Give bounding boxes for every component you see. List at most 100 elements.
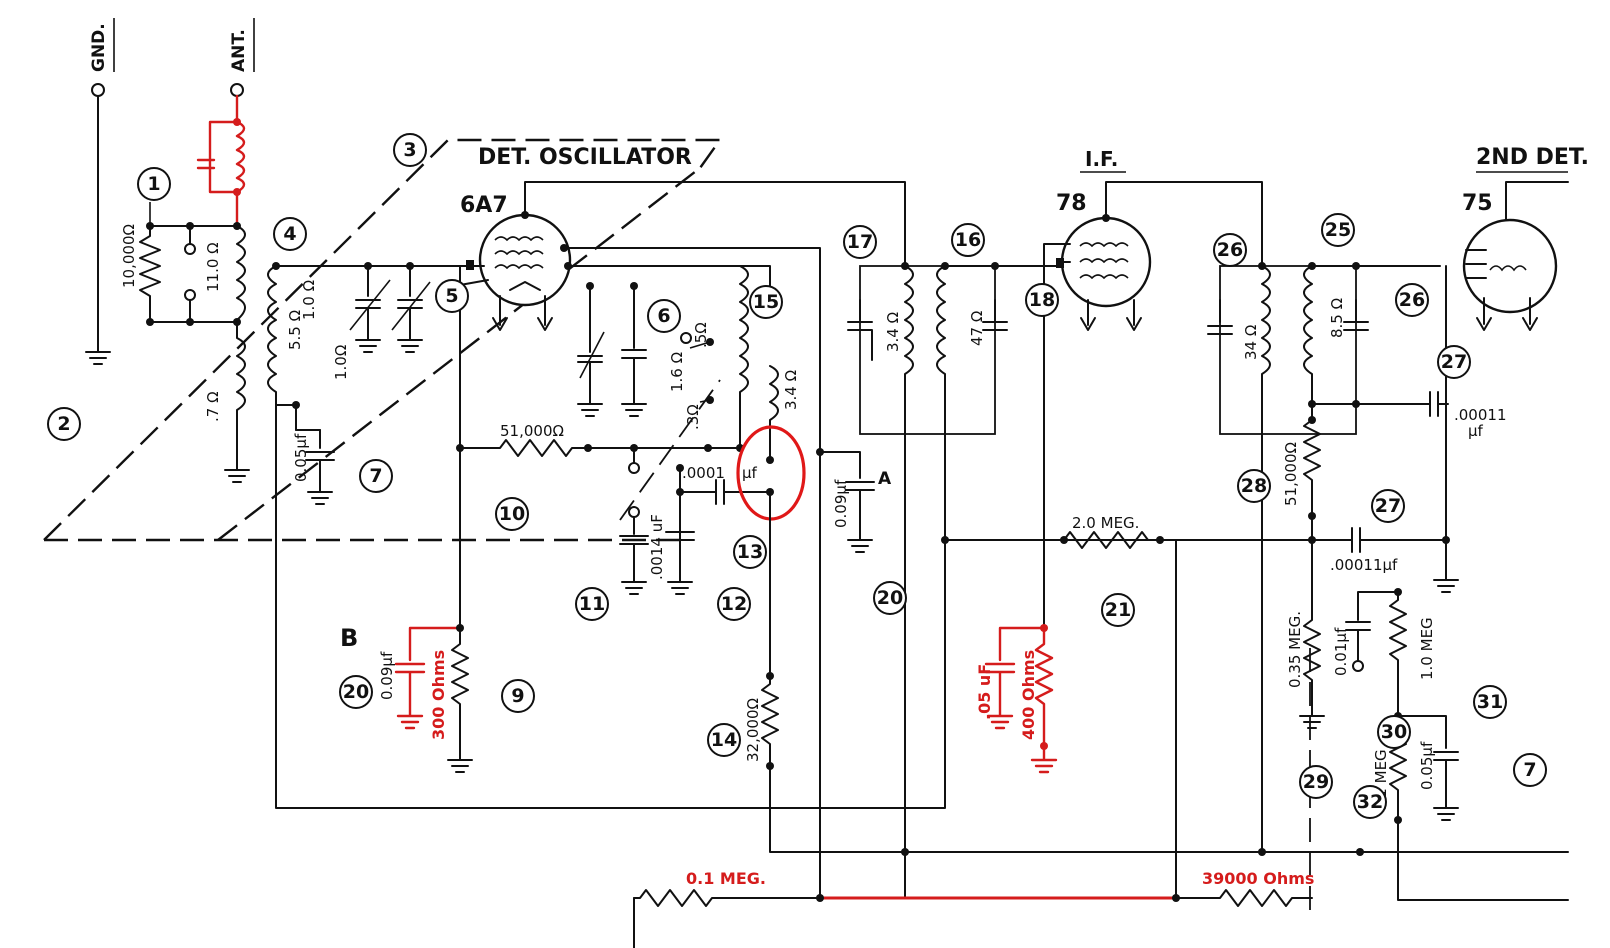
if-85-label: 8.5 Ω <box>1328 298 1346 338</box>
svg-text:10: 10 <box>499 503 525 525</box>
r-10meg-label: 1.0 MEG <box>1418 617 1436 680</box>
callout-11: 11 <box>575 587 609 621</box>
svg-text:20: 20 <box>877 587 903 609</box>
callout-1: 1 <box>137 167 171 201</box>
r-20meg-label: 2.0 MEG. <box>1072 514 1139 532</box>
callout-2: 2 <box>47 407 81 441</box>
cathode-network-b: B 0.09μf 300 Ohms <box>340 624 473 773</box>
if-transformer-16: 3.4 Ω 47 Ω <box>847 262 1161 899</box>
callout-13: 13 <box>733 535 767 569</box>
ant-terminal: ANT. <box>229 18 255 97</box>
antenna-trap-red <box>196 94 246 228</box>
c-00011b-unit: μf <box>1468 422 1484 440</box>
svg-text:25: 25 <box>1325 219 1351 241</box>
c-0001-unit: μf <box>742 464 758 482</box>
svg-text:32: 32 <box>1357 791 1383 813</box>
capacitors-6 <box>577 282 647 417</box>
svg-text:28: 28 <box>1241 475 1267 497</box>
r-400-red-label: 400 Ohms <box>1019 650 1038 740</box>
svg-text:26: 26 <box>1217 239 1243 261</box>
det-oscillator-boundary: DET. OSCILLATOR <box>43 138 723 542</box>
callout-7a: 7 <box>359 459 393 493</box>
callout-18: 18 <box>1025 283 1059 317</box>
section-if-label: I.F. <box>1085 147 1118 171</box>
callout-29: 29 <box>1299 765 1333 799</box>
tube-78: I.F. 78 <box>1043 147 1263 899</box>
callout-28: 28 <box>1237 469 1271 503</box>
svg-text:14: 14 <box>711 729 737 751</box>
c-001-label: 0.01μf <box>1332 627 1350 676</box>
svg-text:3: 3 <box>403 139 416 161</box>
callout-4: 4 <box>273 217 307 251</box>
svg-text:17: 17 <box>847 231 873 253</box>
letter-b: B <box>340 624 358 652</box>
if-47-label: 47 Ω <box>968 311 986 346</box>
if-transformer-25: 34 Ω 8.5 Ω .00011 μf A <box>1207 262 1507 853</box>
volume-control: 0.35 MEG. 0.01μf <box>1286 539 1399 910</box>
coil-5-label: .5Ω <box>692 322 710 348</box>
tube-75-label: 75 <box>1462 191 1493 216</box>
callout-6: 6 <box>647 299 681 333</box>
r-300-red-label: 300 Ohms <box>429 650 448 740</box>
svg-text:1: 1 <box>147 173 160 195</box>
callout-27b: 27 <box>1371 489 1405 523</box>
svg-text:31: 31 <box>1477 691 1503 713</box>
r-01meg-red-label: 0.1 MEG. <box>686 869 766 888</box>
callout-30: 30 <box>1377 715 1411 749</box>
svg-text:2: 2 <box>57 413 70 435</box>
tube-6a7: 6A7 <box>459 181 906 629</box>
svg-text:9: 9 <box>511 685 524 707</box>
cathode-network-78-red: .05 uF 400 Ohms <box>975 624 1058 774</box>
coil-16-label: 1.6 Ω <box>668 352 686 392</box>
callout-20a: 20 <box>873 581 907 615</box>
capacitor-20a: 0.09μf A <box>816 448 892 899</box>
coil-10b-label: 1.0Ω <box>332 345 350 380</box>
coil-55-label: 5.5 Ω <box>286 310 304 350</box>
svg-text:11: 11 <box>579 593 605 615</box>
r-7-label: .7 Ω <box>204 391 222 422</box>
capacitors-11-12: .0014 uF <box>619 462 695 595</box>
antenna-input-network: 10,000Ω 11.0 Ω .7 Ω <box>120 202 250 483</box>
svg-text:16: 16 <box>955 229 981 251</box>
svg-text:12: 12 <box>721 593 747 615</box>
callout-7b: 7 <box>1513 753 1547 787</box>
svg-text:4: 4 <box>283 223 296 245</box>
callout-5: 5 <box>435 279 469 313</box>
c-0001-label: .0001 <box>682 464 725 482</box>
gnd-label: GND. <box>89 23 109 72</box>
callout-27a: 27 <box>1437 345 1471 379</box>
callout-26b: 26 <box>1395 283 1429 317</box>
c-00011b-label: .00011 <box>1454 406 1507 424</box>
callout-14: 14 <box>707 723 741 757</box>
gnd-terminal: GND. <box>85 18 115 365</box>
ant-label: ANT. <box>229 29 249 72</box>
svg-text:18: 18 <box>1029 289 1055 311</box>
callout-21: 21 <box>1101 593 1135 627</box>
callout-31: 31 <box>1473 685 1507 719</box>
r-39000-red-label: 39000 Ohms <box>1202 869 1314 888</box>
callout-16: 16 <box>951 223 985 257</box>
c-00014-label: .0014 uF <box>648 514 666 580</box>
if-34b-label: 34 Ω <box>1242 325 1260 360</box>
r-51000-label: 51,000Ω <box>500 422 564 440</box>
c-05uf-red-label: .05 uF <box>975 664 994 720</box>
callout-20b: 20 <box>339 675 373 709</box>
r-035meg-label: 0.35 MEG. <box>1286 611 1304 688</box>
resistor-51000: 51,000Ω <box>456 422 741 457</box>
svg-text:30: 30 <box>1381 721 1407 743</box>
callout-25: 25 <box>1321 213 1355 247</box>
c-005b-label: 0.05μf <box>1418 741 1436 790</box>
r-51000b-label: 51,000Ω <box>1282 442 1300 506</box>
det-oscillator-label: DET. OSCILLATOR <box>478 145 692 170</box>
callout-17: 17 <box>843 225 877 259</box>
if-34-label: 3.4 Ω <box>884 312 902 352</box>
svg-text:6: 6 <box>657 305 670 327</box>
coil-34-label: 3.4 Ω <box>782 370 800 410</box>
tuning-capacitors-5 <box>349 262 431 353</box>
svg-text:13: 13 <box>737 541 763 563</box>
callout-26a: 26 <box>1213 233 1247 267</box>
r-10000-label: 10,000Ω <box>120 224 138 288</box>
svg-text:7: 7 <box>369 465 382 487</box>
svg-text:27: 27 <box>1375 495 1401 517</box>
